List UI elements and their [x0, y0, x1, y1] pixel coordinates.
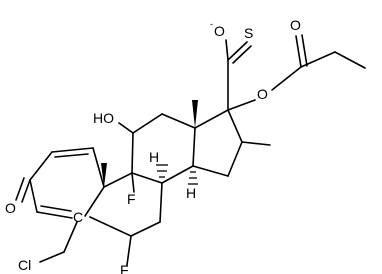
atom-s: S — [244, 25, 253, 41]
atom-o-thiolate: O — [214, 23, 225, 39]
atom-o-ester-carbonyl: O — [290, 17, 301, 33]
atom-f-6: F — [120, 262, 129, 274]
bond-c5-c10 — [84, 186, 105, 217]
bond-c2-c3 — [29, 151, 53, 181]
bond-c15-c14 — [192, 165, 229, 177]
bond-c1-c2 — [51, 147, 94, 153]
atom-hydroxyl: HO — [93, 110, 114, 126]
bond-cacyl-o-double — [301, 34, 308, 67]
bond-c5-ch2 — [63, 221, 78, 253]
bond-c10-c1 — [92, 147, 105, 188]
bond-c20-s-double — [232, 45, 252, 64]
charge-minus: - — [210, 19, 213, 29]
bond-c11-oh — [118, 122, 134, 134]
bond-o-cacyl — [271, 66, 302, 91]
bond-c11-c12 — [132, 113, 163, 134]
wedge-c13-methyl — [192, 100, 198, 128]
atom-chloro: Cl — [18, 257, 31, 273]
bond-c3-o-double — [15, 177, 25, 201]
bond-c10-c9 — [103, 172, 133, 188]
bond-c9-f — [131, 172, 135, 193]
bond-c4-c5-double — [40, 205, 72, 212]
bond-c6-f — [126, 235, 132, 266]
atom-h-8: H — [149, 149, 159, 165]
bond-ch2-ch3 — [334, 51, 366, 69]
atom-carbon-5: C — [73, 209, 83, 225]
bond-c20-s — [227, 41, 248, 61]
bond-ch2-cl — [39, 251, 65, 263]
bond-c20-o — [225, 39, 229, 61]
bond-c17-c16 — [227, 109, 243, 143]
bond-c3-o — [21, 179, 31, 203]
bond-cacyl-o — [295, 35, 302, 68]
bond-c12-c13 — [161, 113, 196, 129]
bond-c9-c8 — [131, 172, 163, 184]
bond-c13-c17 — [194, 109, 229, 129]
hash-c14-h — [188, 171, 198, 185]
atom-o-ester-link: O — [257, 86, 268, 102]
bond-c14-c8 — [161, 165, 194, 184]
bond-c9-c11 — [131, 132, 134, 174]
atom-f-9: F — [127, 191, 136, 207]
wedge-c10-methyl — [101, 163, 107, 187]
hash-c8-h — [156, 164, 168, 178]
bond-c4-c5 — [36, 211, 73, 219]
bond-cacyl-ch2 — [300, 51, 336, 68]
bond-c16-c15 — [227, 141, 243, 177]
bond-c6-c5 — [89, 216, 132, 237]
atom-h-14: H — [186, 185, 196, 201]
bond-c3-c4 — [29, 179, 38, 213]
bond-c17-o — [227, 99, 256, 111]
bond-c1-c2-double — [54, 153, 89, 158]
bond-c8-c7 — [159, 182, 163, 223]
atom-o-ketone: O — [5, 200, 16, 216]
bond-c7-c6 — [130, 221, 161, 237]
bond-c16-methyl — [241, 141, 271, 146]
bond-c13-c14 — [192, 127, 196, 167]
